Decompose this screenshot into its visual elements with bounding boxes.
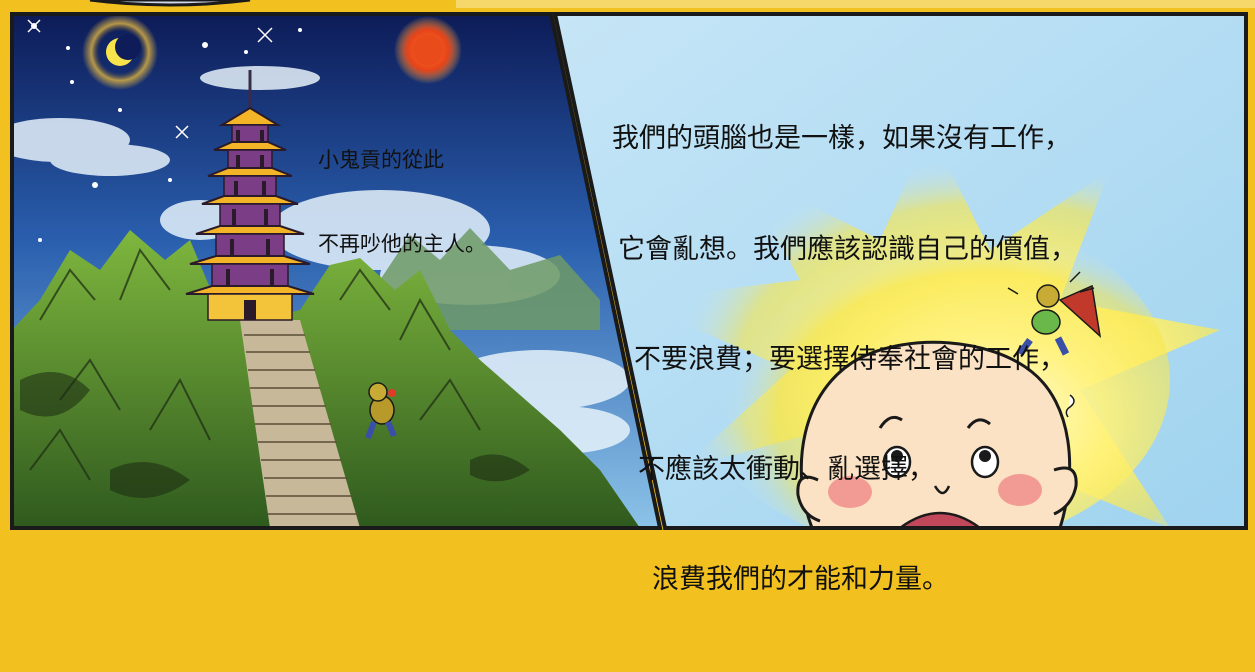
caption-line: 浪費我們的才能和力量。 — [652, 564, 949, 596]
pagoda-illustration — [185, 70, 315, 321]
sun-icon — [394, 16, 462, 84]
top-strip — [0, 0, 1255, 8]
left-panel-border — [10, 12, 663, 530]
right-panel-border — [552, 12, 1248, 530]
left-panel-caption: 小鬼貢的從此 不再吵他的主人。 — [318, 92, 486, 314]
caption-line: 不再吵他的主人。 — [318, 231, 486, 256]
right-panel-art — [555, 14, 1246, 528]
bald-boy-face — [796, 340, 1078, 528]
caption-line: 不要浪費；要選擇侍奉社會的工作， — [634, 343, 1066, 375]
left-panel-art — [12, 14, 660, 528]
caption-line: 不應該太衝動、亂選擇， — [638, 453, 935, 485]
right-panel-caption: 我們的頭腦也是一樣，如果沒有工作， 它會亂想。我們應該認識自己的價值， 不要浪費… — [612, 48, 1077, 672]
small-imp-figure — [1007, 271, 1102, 418]
caption-line: 我們的頭腦也是一樣，如果沒有工作， — [612, 123, 1071, 155]
crescent-moon-icon — [82, 14, 158, 90]
caption-line: 小鬼貢的從此 — [318, 148, 444, 173]
comic-artwork — [0, 0, 1255, 530]
comic-page: 小鬼貢的從此 不再吵他的主人。 我們的頭腦也是一樣，如果沒有工作， 它會亂想。我… — [0, 0, 1255, 596]
caption-line: 它會亂想。我們應該認識自己的價值， — [618, 233, 1077, 265]
small-imp-figure — [365, 382, 397, 440]
